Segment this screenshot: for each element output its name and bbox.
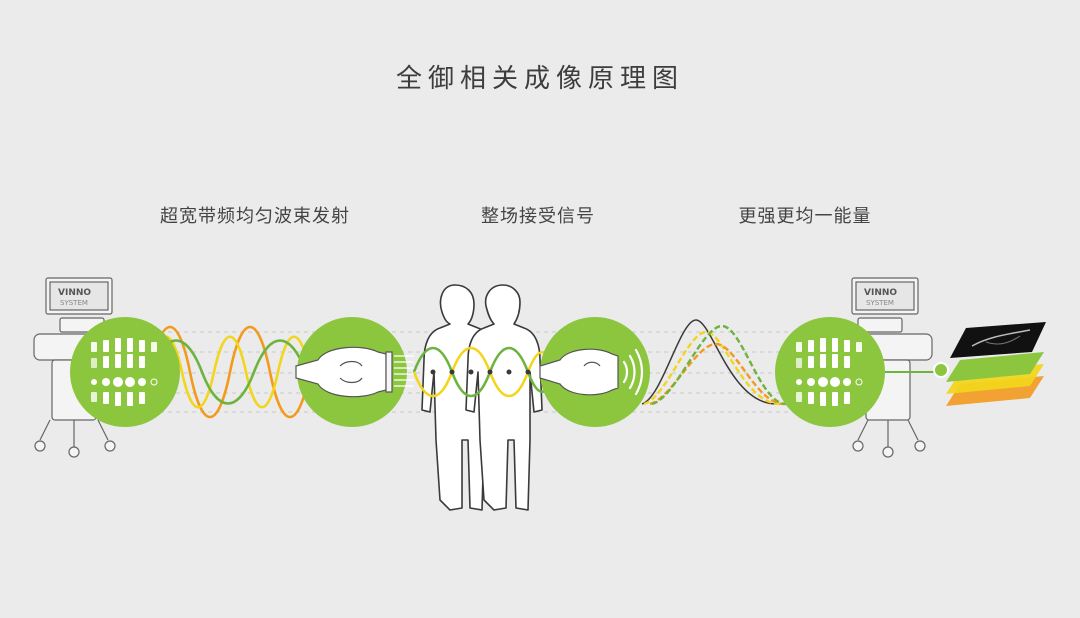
emission-wave-yellow [155,335,305,409]
page-title: 全御相关成像原理图 [395,64,684,94]
stage-label-energy: 更强更均一能量 [738,206,872,227]
probe-beam-lines [394,355,414,387]
echo-wave-green [651,324,787,406]
probe-right-icon [539,348,619,396]
probe-left-icon [295,346,393,398]
echo-wave-dark [641,319,777,405]
human-silhouette-icon [421,284,543,511]
stage-label-receive: 整场接受信号 [481,206,595,227]
machine-sub-right: SYSTEM [866,299,894,307]
probe-circle-right [539,317,650,427]
echo-waves [641,319,787,406]
transducer-array-circle-left [70,317,180,427]
transducer-array-circle-right [775,317,885,427]
emission-wave-orange [155,325,305,419]
transducer-array-right-icon [796,338,863,406]
image-layers-icon [946,322,1046,406]
emission-waves [155,325,305,419]
stage-label-emission: 超宽带频均匀波束发射 [160,206,350,227]
receive-wave-icon [622,348,644,396]
body-wave-dots [430,369,531,375]
echo-wave-yellow [643,330,781,406]
transducer-array-left-icon [91,338,158,406]
machine-brand-right: VINNO [864,288,897,298]
echo-wave-orange [649,342,785,406]
probe-circle-left [295,317,414,427]
output-connector [885,362,949,378]
emission-wave-green [155,339,305,405]
machine-brand-left: VINNO [58,288,91,298]
machine-sub-left: SYSTEM [60,299,88,307]
